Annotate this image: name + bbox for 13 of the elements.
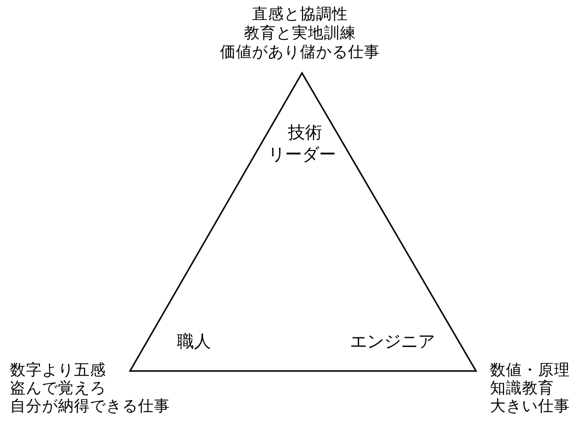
note-text: 大きい仕事 (490, 397, 570, 416)
note-text: 盗んで覚えろ (10, 379, 106, 398)
triangle-shape (129, 72, 477, 372)
role-label: 職人 (177, 331, 211, 353)
note-text: 直感と協調性 (252, 5, 348, 24)
note-text: 価値があり儲かる仕事 (220, 43, 380, 62)
note-text: 自分が納得できる仕事 (10, 397, 170, 416)
role-label: エンジニア (350, 331, 435, 353)
note-text: 数字より五感 (10, 361, 106, 380)
role-label: 技術リーダー (268, 122, 337, 166)
note-text: 数値・原理 (490, 361, 570, 380)
note-text: 知識教育 (490, 379, 554, 398)
note-text: 教育と実地訓練 (244, 24, 356, 43)
